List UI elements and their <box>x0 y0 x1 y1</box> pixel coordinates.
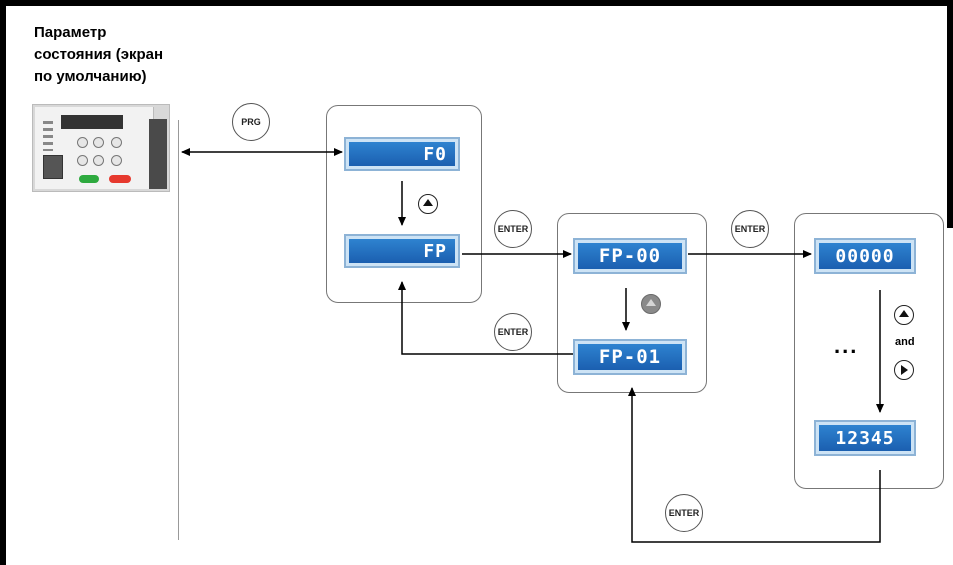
up-arrow-key-icon <box>418 194 438 214</box>
right-arrow-key-icon <box>894 360 914 380</box>
up-arrow-key-icon <box>641 294 661 314</box>
prg-key-icon: PRG <box>232 103 270 141</box>
enter-key-icon: ENTER <box>494 210 532 248</box>
enter-key-icon: ENTER <box>731 210 769 248</box>
and-label: and <box>895 336 915 348</box>
enter-key-icon: ENTER <box>665 494 703 532</box>
arrow-fp01-back-to-fp <box>402 282 573 354</box>
ellipsis-label: ... <box>834 333 858 359</box>
up-arrow-key-icon <box>894 305 914 325</box>
enter-key-icon: ENTER <box>494 313 532 351</box>
